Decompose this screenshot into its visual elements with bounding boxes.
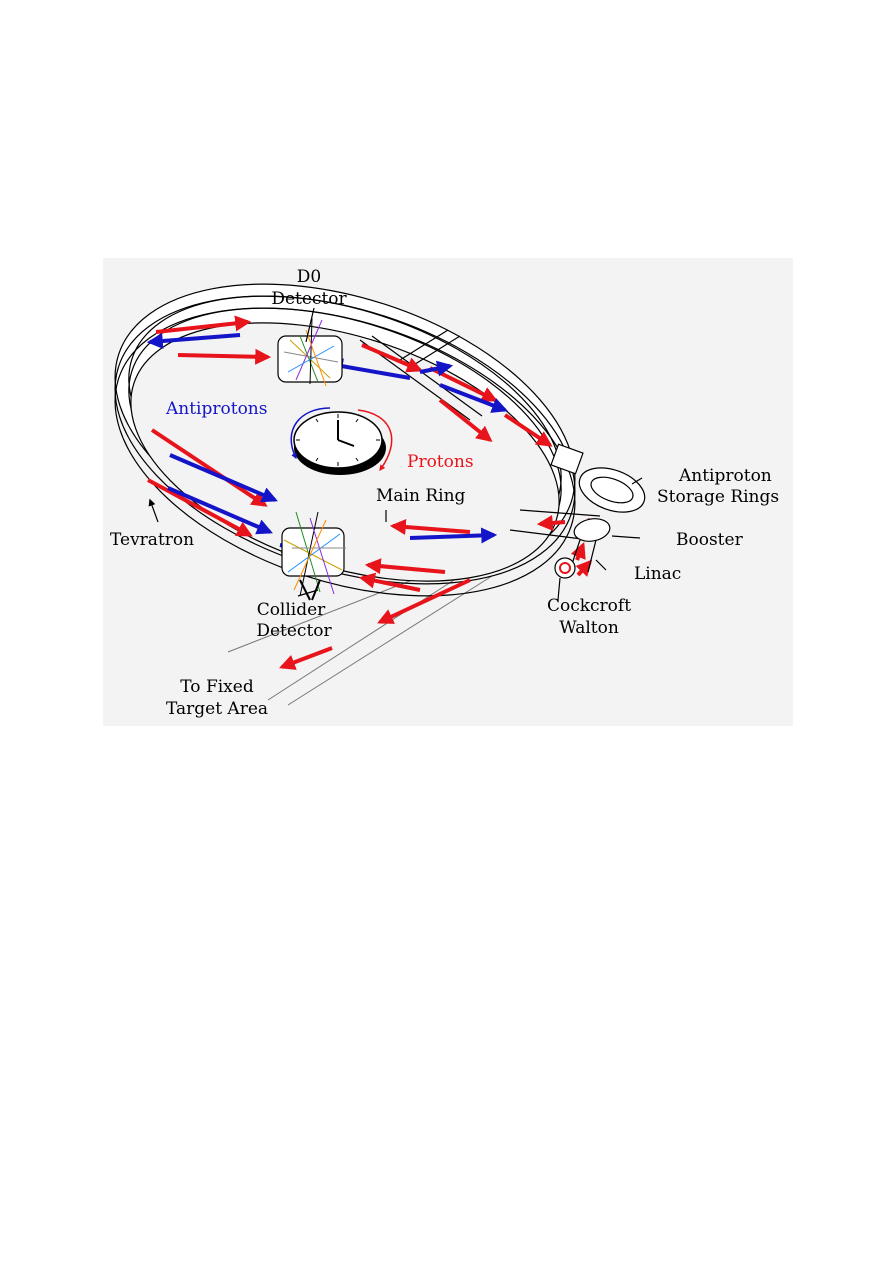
protons-label: Protons [407, 452, 474, 472]
antiproton-storage-rings [550, 443, 646, 513]
antiproton-storage-label-line2: Storage Rings [657, 487, 779, 507]
antiproton-storage-label-line1: Antiproton [678, 466, 772, 486]
collider-detector-label-line2: Detector [256, 621, 332, 641]
d0-detector-label-line2: Detector [271, 289, 347, 309]
linac-label: Linac [634, 564, 681, 584]
tevratron-label: Tevratron [110, 530, 194, 550]
main-ring-label: Main Ring [376, 486, 466, 506]
leader-lines [148, 307, 643, 601]
antiproton-arrows [146, 333, 642, 554]
antiprotons-label: Antiprotons [165, 399, 267, 419]
fixed-target-label-line1: To Fixed [180, 677, 254, 697]
cockcroft-walton-source [554, 557, 576, 579]
cockcroft-walton-label-line1: Cockcroft [547, 596, 631, 616]
d0-detector-label-line1: D0 [297, 267, 321, 287]
clock-icon [290, 407, 393, 475]
particle-detector-icon [277, 317, 343, 387]
cockcroft-walton-label-line2: Walton [559, 618, 619, 638]
collider-detector-label-line1: Collider [257, 600, 326, 620]
booster-ring [569, 518, 611, 573]
booster-label: Booster [676, 530, 744, 550]
fixed-target-label-line2: Target Area [166, 699, 268, 719]
collider-detector-icon [281, 511, 346, 601]
